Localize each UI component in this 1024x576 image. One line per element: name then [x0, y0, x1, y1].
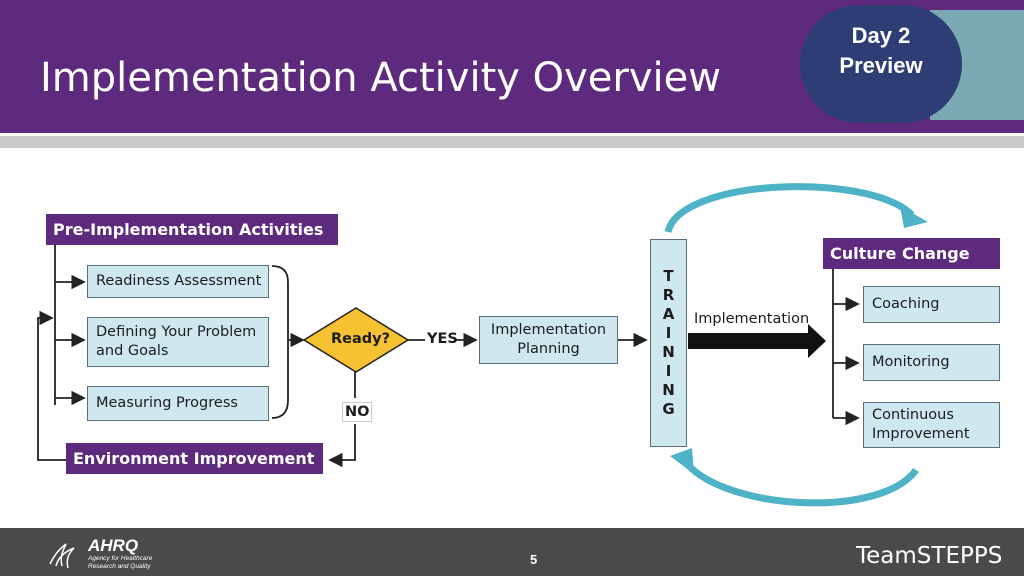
- cycle-arc-top: [664, 183, 915, 234]
- culture-item-coaching: Coaching: [863, 286, 1000, 323]
- training-letter: I: [665, 362, 672, 380]
- day-badge: Day 2 Preview: [800, 5, 962, 123]
- training-letter: G: [662, 400, 675, 418]
- badge-line-1: Day 2: [851, 23, 911, 48]
- training-letter: N: [662, 381, 675, 399]
- decision-diamond: [302, 307, 410, 373]
- training-letter: A: [662, 305, 675, 323]
- training-letter: T: [663, 267, 674, 285]
- hhs-eagle-icon: [49, 543, 75, 569]
- agency-line-2: Research and Quality: [88, 563, 151, 570]
- pre-item-measuring: Measuring Progress: [87, 386, 269, 421]
- agency-abbr: AHRQ: [88, 536, 139, 555]
- implementation-planning-box: Implementation Planning: [479, 316, 618, 364]
- implementation-label: Implementation: [694, 311, 810, 327]
- decision-label: Ready?: [331, 331, 391, 347]
- no-label: NO: [342, 402, 373, 422]
- training-column: T R A I N I N G: [650, 239, 687, 447]
- training-letter: I: [665, 324, 672, 342]
- culture-change-title: Culture Change: [823, 238, 1000, 269]
- culture-item-continuous-improvement: Continuous Improvement: [863, 402, 1000, 448]
- implementation-arrow: [688, 324, 826, 358]
- pre-item-readiness: Readiness Assessment: [87, 265, 269, 298]
- yes-label: YES: [427, 331, 458, 347]
- agency-name: Agency for Healthcare Research and Quali…: [88, 555, 152, 571]
- teamstepps-logo: TeamSTEPPS: [856, 543, 1003, 569]
- training-letter: N: [662, 343, 675, 361]
- environment-improvement-box: Environment Improvement: [66, 443, 323, 474]
- badge-line-2: Preview: [839, 53, 923, 78]
- cycle-arc-bottom: [681, 457, 919, 507]
- footer-bar: [0, 528, 1024, 576]
- page-number: 5: [530, 552, 538, 567]
- agency-line-1: Agency for Healthcare: [88, 555, 153, 562]
- header-divider: [0, 136, 1024, 148]
- culture-item-monitoring: Monitoring: [863, 344, 1000, 381]
- pre-item-defining: Defining Your Problem and Goals: [87, 317, 269, 367]
- pre-implementation-title: Pre-Implementation Activities: [46, 214, 338, 245]
- training-letter: R: [662, 286, 675, 304]
- page-title: Implementation Activity Overview: [40, 55, 721, 101]
